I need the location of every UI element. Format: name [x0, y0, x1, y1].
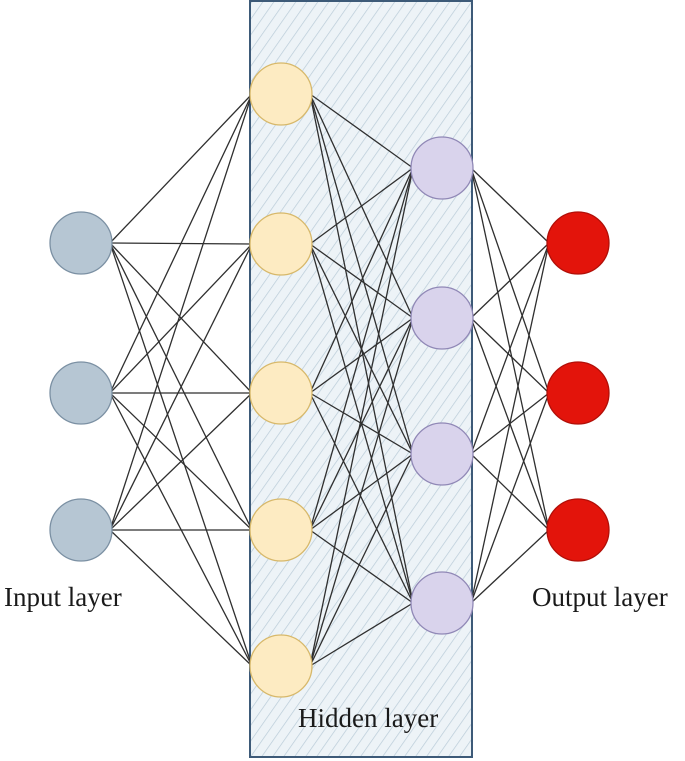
connection-edge [309, 453, 414, 667]
connection-edge [309, 167, 414, 394]
connection-edge [109, 392, 253, 531]
connection-edge [309, 93, 414, 169]
hidden-1-node [249, 498, 313, 562]
connection-edge [470, 242, 550, 319]
connection-edge [309, 167, 414, 245]
connection-edge [470, 242, 550, 604]
hidden-1-node [249, 62, 313, 126]
hidden-1-node [249, 361, 313, 425]
input-node [49, 498, 113, 562]
hidden-2-node [410, 422, 474, 486]
connection-edge [109, 93, 253, 244]
connection-edge [109, 529, 253, 667]
connection-edge [309, 167, 414, 531]
output-layer-label: Output layer [532, 582, 668, 612]
input-layer-label: Input layer [4, 582, 122, 612]
connection-edge [470, 317, 550, 394]
neurons [49, 62, 610, 698]
input-node [49, 211, 113, 275]
connection-edge [109, 243, 253, 531]
connection-edge [470, 529, 550, 604]
connection-edge [309, 317, 414, 531]
output-node [546, 211, 610, 275]
hidden-layer-label: Hidden layer [298, 703, 438, 733]
output-node [546, 498, 610, 562]
hidden-2-node [410, 571, 474, 635]
connection-edge [470, 453, 550, 531]
connection-edge [309, 317, 414, 667]
connection-edge [109, 93, 253, 394]
connection-edge [309, 317, 414, 394]
connection-edge [309, 602, 414, 667]
hidden-1-node [249, 212, 313, 276]
connection-edge [309, 93, 414, 455]
hidden-2-node [410, 286, 474, 350]
output-node [546, 361, 610, 425]
connection-edge [109, 93, 253, 531]
hidden-1-node [249, 634, 313, 698]
input-node [49, 361, 113, 425]
connection-edge [309, 392, 414, 604]
connection-edge [109, 243, 253, 394]
connection-edge [470, 167, 550, 244]
connection-edge [309, 167, 414, 667]
connections [109, 93, 550, 667]
connection-edge [109, 242, 253, 667]
hidden-2-node [410, 136, 474, 200]
connection-edge [470, 392, 550, 604]
connection-edge [470, 242, 550, 455]
connection-edge [309, 529, 414, 604]
